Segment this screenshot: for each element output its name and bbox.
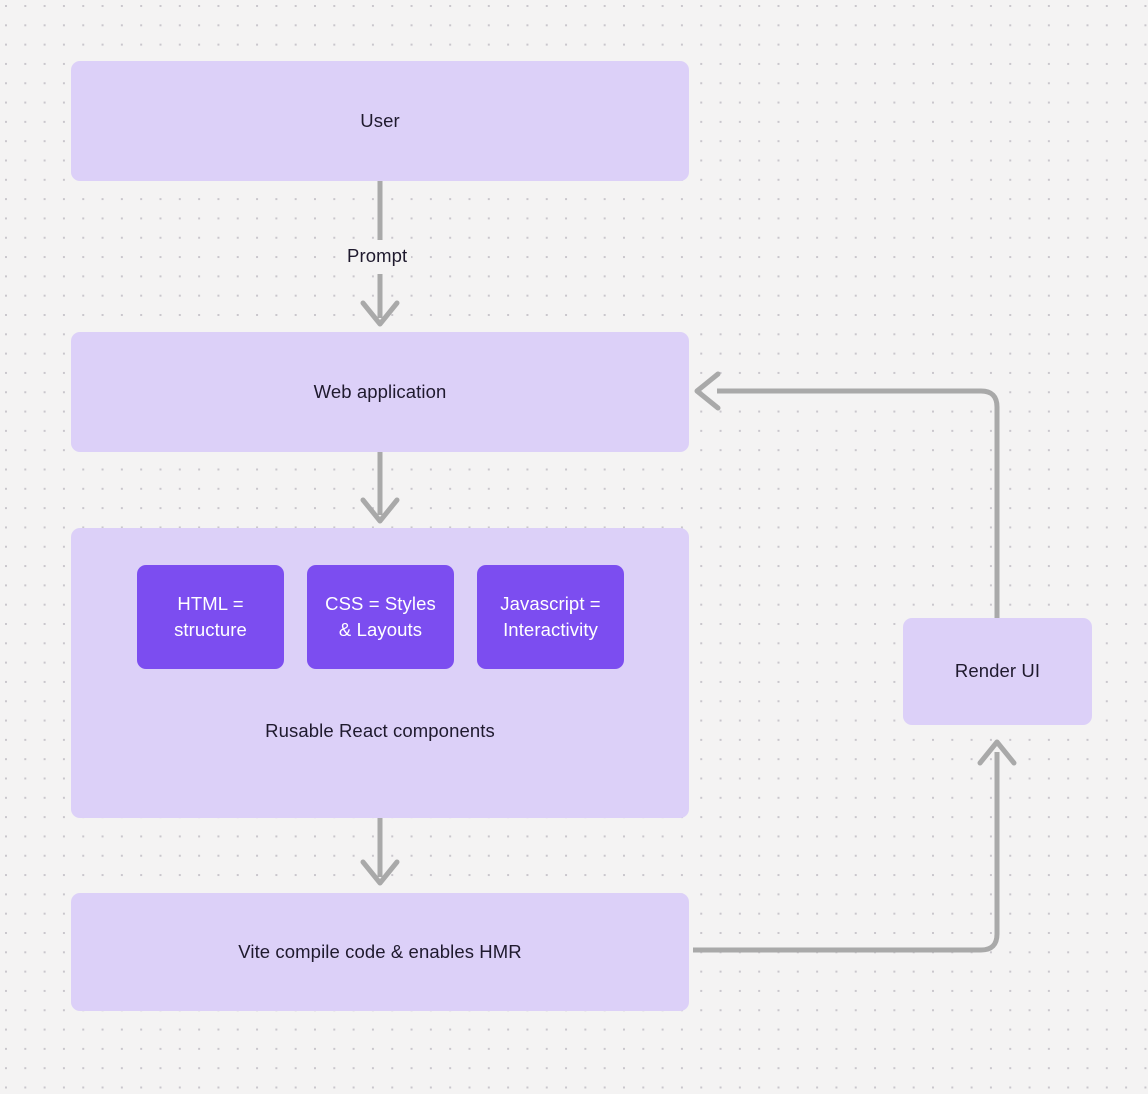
edge-render-to-web — [717, 388, 1000, 618]
node-user[interactable]: User — [71, 61, 689, 181]
node-javascript-label: Javascript = Interactivity — [500, 592, 601, 640]
node-user-label: User — [360, 109, 400, 131]
node-css-label: CSS = Styles & Layouts — [325, 592, 436, 640]
edge-label-prompt: Prompt — [343, 245, 412, 267]
edge-vite-to-render-arrowhead — [977, 739, 1017, 766]
edge-user-to-web-arrowhead — [360, 300, 400, 327]
edge-render-to-web-arrowhead — [694, 371, 721, 411]
node-html[interactable]: HTML = structure — [137, 565, 284, 669]
edge-vite-to-render — [693, 752, 1000, 953]
node-react-components-group-label: Rusable React components — [265, 720, 495, 741]
node-web-application-label: Web application — [313, 380, 447, 402]
node-render-ui[interactable]: Render UI — [903, 618, 1092, 725]
node-javascript[interactable]: Javascript = Interactivity — [477, 565, 624, 669]
node-render-ui-label: Render UI — [954, 660, 1041, 682]
node-vite[interactable]: Vite compile code & enables HMR — [71, 893, 689, 1011]
node-vite-label: Vite compile code & enables HMR — [238, 940, 522, 962]
node-html-label: HTML = structure — [174, 592, 247, 640]
node-css[interactable]: CSS = Styles & Layouts — [307, 565, 454, 669]
node-web-application[interactable]: Web application — [71, 332, 689, 452]
node-react-components-group[interactable]: HTML = structure CSS = Styles & Layouts … — [71, 528, 689, 818]
edge-web-to-group-arrowhead — [360, 497, 400, 524]
edge-group-to-vite-arrowhead — [360, 859, 400, 886]
